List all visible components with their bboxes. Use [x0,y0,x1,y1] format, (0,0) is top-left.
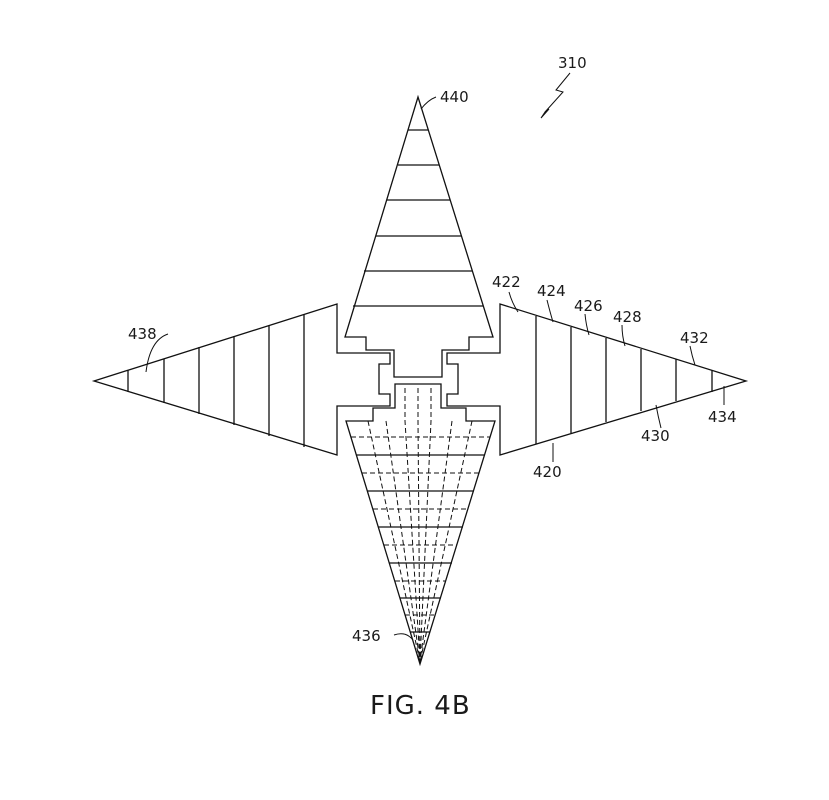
bottom-segment-dashed-ray [419,420,473,663]
leader-424 [546,299,554,323]
label-432: 432 [680,329,709,347]
bottom-segment-dashed-ray [385,420,421,663]
bottom-segment-dashed-ray [404,388,421,663]
label-310: 310 [558,54,587,72]
label-428: 428 [613,308,642,326]
bottom-segment-dashed-ray [417,388,421,663]
top-segment-440 [344,94,494,378]
label-440: 440 [440,88,469,106]
label-424: 424 [537,282,566,300]
label-438: 438 [128,325,157,343]
top-segment-outline [344,94,494,378]
leader-310-arrow [544,72,571,113]
left-segment-outline [91,303,391,456]
arrowhead-310 [540,108,550,119]
left-segment-438 [91,303,391,456]
leader-426 [584,313,590,336]
leader-422 [508,291,519,313]
bottom-segment-dashed-ray [419,420,453,663]
leader-432 [689,345,696,366]
leader-436 [393,633,414,641]
leader-438 [145,333,169,373]
bottom-segment-dashed-ray [419,388,432,663]
figure-caption: FIG. 4B [370,691,471,721]
label-434: 434 [708,408,737,426]
label-430: 430 [641,427,670,445]
leader-440 [420,96,437,110]
bottom-segment-436 [345,383,496,667]
right-segment-420 [446,303,749,456]
right-segment-outline [446,303,749,456]
bottom-segment-outline [345,383,496,667]
label-436: 436 [352,627,381,645]
leader-428 [621,324,626,347]
bottom-segment-dashed-ray [367,420,421,663]
label-426: 426 [574,297,603,315]
label-422: 422 [492,273,521,291]
label-420: 420 [533,463,562,481]
leader-430 [655,404,662,429]
